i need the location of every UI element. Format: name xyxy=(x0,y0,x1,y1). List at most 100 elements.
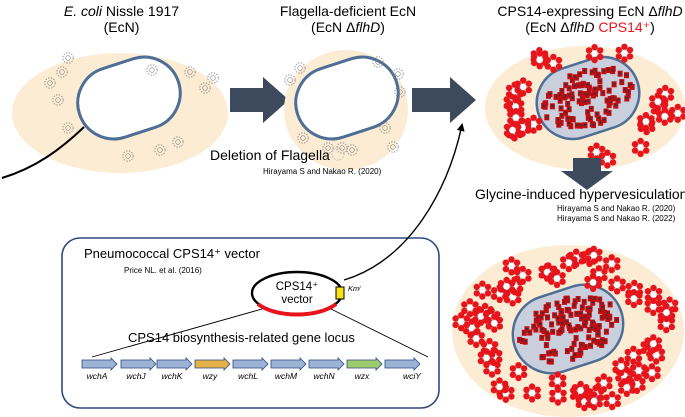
plasmid-label: CPS14⁺vector xyxy=(275,281,319,307)
gene-label: wchA xyxy=(86,371,108,381)
capsule-unit xyxy=(565,100,571,107)
capsule-unit xyxy=(554,300,560,307)
capsule-unit xyxy=(619,79,625,86)
ecn-flagellum xyxy=(1,126,85,179)
capsule-unit xyxy=(558,328,563,335)
gene-arrow xyxy=(120,357,157,371)
km-resistance-marker xyxy=(335,286,345,300)
gene-arrow xyxy=(156,357,193,371)
capsule-unit xyxy=(605,315,611,322)
capsule-unit xyxy=(578,341,584,348)
capsule-unit xyxy=(567,73,573,80)
capsule-unit xyxy=(546,358,552,365)
capsule-unit xyxy=(603,108,609,115)
capsule-unit xyxy=(599,342,605,348)
gene-label: wchK xyxy=(161,371,183,381)
process-arrow-2 xyxy=(412,77,476,123)
hypervesiculation-label: Glycine-induced hypervesiculation xyxy=(475,186,685,202)
capsule-unit xyxy=(579,315,585,322)
capsule-unit xyxy=(527,329,533,336)
capsule-unit xyxy=(617,70,623,77)
capsule-unit xyxy=(624,72,629,79)
capsule-unit xyxy=(531,323,537,330)
gene-arrow xyxy=(270,357,307,371)
locus-connector-right xyxy=(330,308,429,358)
capsule-unit xyxy=(550,328,556,335)
capsule-unit xyxy=(624,95,630,102)
stage3-title: CPS14-expressing EcN ΔflhD (EcN ΔflhD CP… xyxy=(497,3,683,36)
capsule-unit xyxy=(563,295,569,302)
reference-2022: Hirayama S and Nakao R. (2022) xyxy=(557,214,676,223)
gene-label: wchN xyxy=(313,371,335,381)
capsule-unit xyxy=(601,117,607,124)
capsule-unit xyxy=(609,321,615,328)
capsule-unit xyxy=(582,99,588,106)
capsule-unit xyxy=(545,314,550,321)
capsule-unit xyxy=(543,342,549,349)
capsule-unit xyxy=(535,314,541,321)
capsule-unit xyxy=(566,322,572,329)
capsule-unit xyxy=(589,69,595,76)
capsule-unit xyxy=(603,328,609,335)
capsule-unit xyxy=(586,311,592,318)
capsule-unit xyxy=(592,86,598,93)
gene-label: wzx xyxy=(354,371,370,381)
capsule-unit xyxy=(541,102,547,109)
gene-arrow xyxy=(232,357,269,371)
gene-arrow xyxy=(384,357,421,371)
capsule-unit xyxy=(519,338,525,344)
capsule-unit xyxy=(597,84,603,91)
capsule-unit xyxy=(545,335,551,341)
vector-reference: Price NL. et al. (2016) xyxy=(124,266,202,275)
capsule-unit xyxy=(555,315,561,322)
capsule-unit xyxy=(587,295,593,302)
capsule-unit xyxy=(566,106,572,113)
reference-2020-a: Hirayama S and Nakao R. (2020) xyxy=(263,167,382,176)
capsule-unit xyxy=(572,83,577,90)
capsule-unit xyxy=(601,68,607,75)
capsule-unit xyxy=(576,98,582,105)
capsule-unit xyxy=(549,103,555,110)
deleted-flagellum-icon xyxy=(331,147,345,161)
process-arrow-down xyxy=(561,158,613,190)
capsule-unit xyxy=(596,323,602,330)
capsule-unit xyxy=(560,314,566,321)
capsule-unit xyxy=(606,87,612,94)
capsule-unit xyxy=(588,105,594,112)
cps14-insert-segment xyxy=(256,302,338,317)
ecn-bacterium-body xyxy=(76,55,182,141)
km-marker-label: Kmʳ xyxy=(348,284,361,293)
capsule-unit xyxy=(574,122,580,129)
capsule-unit xyxy=(625,88,631,95)
capsule-unit xyxy=(607,96,613,102)
capsule-unit xyxy=(563,82,569,89)
capsule-unit xyxy=(574,310,580,317)
gene-arrow xyxy=(308,357,345,371)
capsule-unit xyxy=(611,81,617,88)
capsule-unit xyxy=(577,349,583,356)
capsule-unit xyxy=(569,95,575,102)
capsule-unit xyxy=(548,349,554,356)
gene-arrow xyxy=(346,357,383,371)
capsule-unit xyxy=(582,322,587,329)
capsule-unit xyxy=(562,93,568,100)
capsule-unit xyxy=(607,301,613,308)
capsule-unit xyxy=(587,305,593,312)
capsule-unit xyxy=(569,345,575,352)
capsule-unit xyxy=(521,329,527,336)
gene-label: wciY xyxy=(403,371,421,381)
capsule-unit xyxy=(584,92,590,98)
process-arrow-1 xyxy=(230,77,289,123)
capsule-unit xyxy=(539,334,545,341)
vector-box-title: Pneumococcal CPS14⁺ vector xyxy=(84,246,260,261)
capsule-unit xyxy=(539,354,545,361)
capsule-unit xyxy=(586,334,592,341)
capsule-unit xyxy=(614,317,620,323)
stage2-title: Flagella-deficient EcN (EcN ΔflhD) xyxy=(279,3,417,36)
transformation-arrow xyxy=(343,123,465,281)
capsule-unit xyxy=(565,115,571,122)
capsule-unit xyxy=(597,78,603,85)
capsule-unit xyxy=(547,91,553,98)
capsule-unit xyxy=(570,355,576,362)
